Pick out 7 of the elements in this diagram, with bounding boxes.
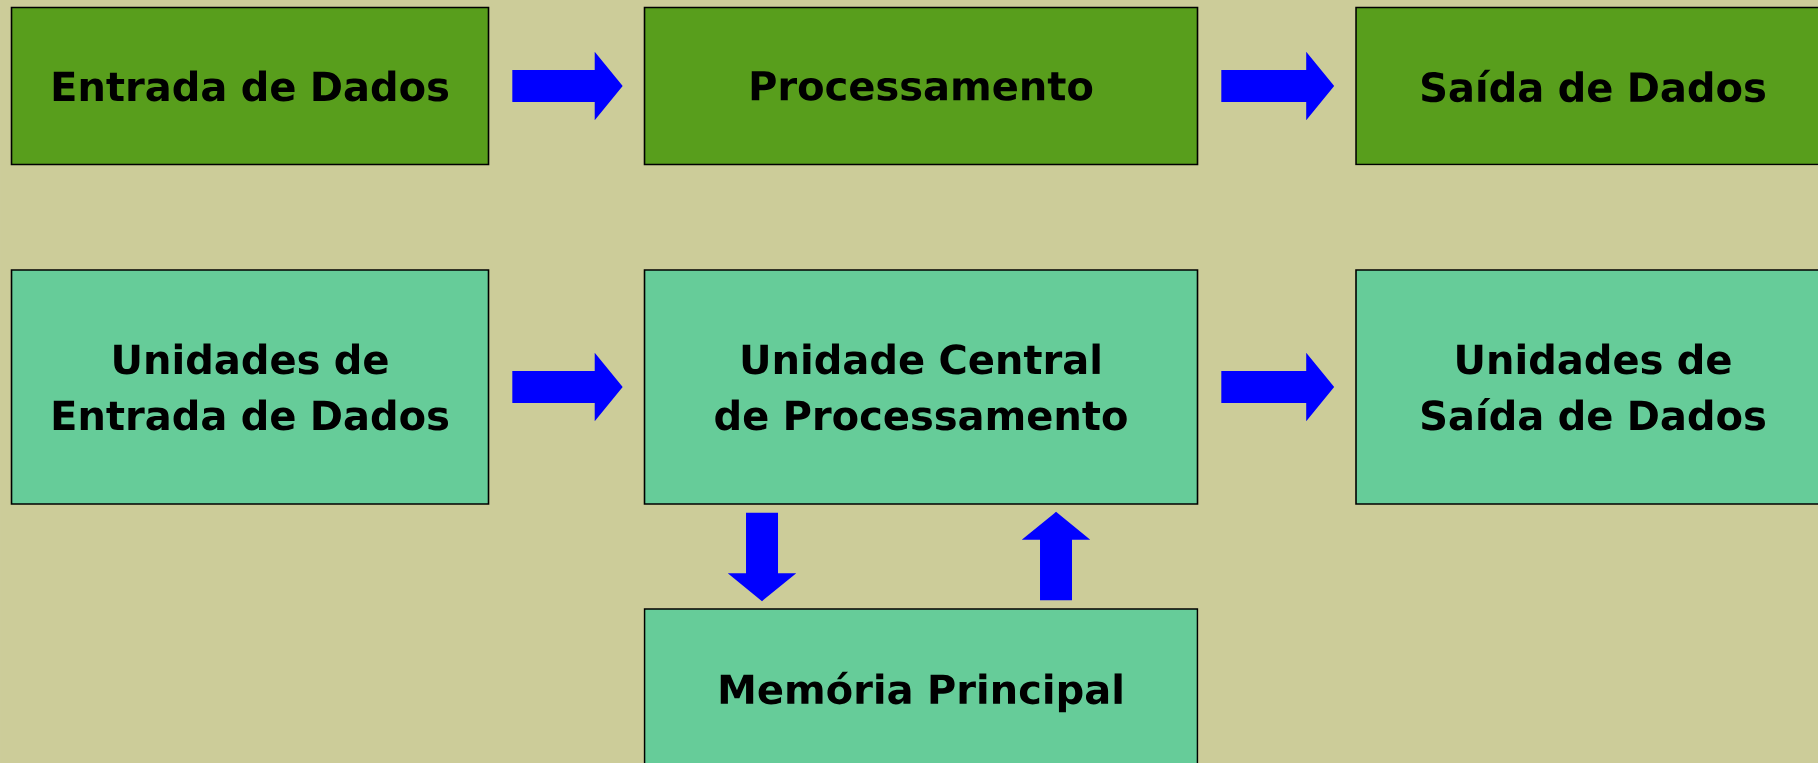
process-box: Unidades de Saída de Dados — [1355, 269, 1818, 505]
process-box: Saída de Dados — [1355, 6, 1818, 166]
process-box: Entrada de Dados — [10, 6, 490, 166]
process-box: Unidade Central de Processamento — [643, 269, 1199, 505]
process-box: Unidades de Entrada de Dados — [10, 269, 490, 505]
process-box: Processamento — [643, 6, 1199, 166]
process-box: Memória Principal — [643, 608, 1199, 763]
